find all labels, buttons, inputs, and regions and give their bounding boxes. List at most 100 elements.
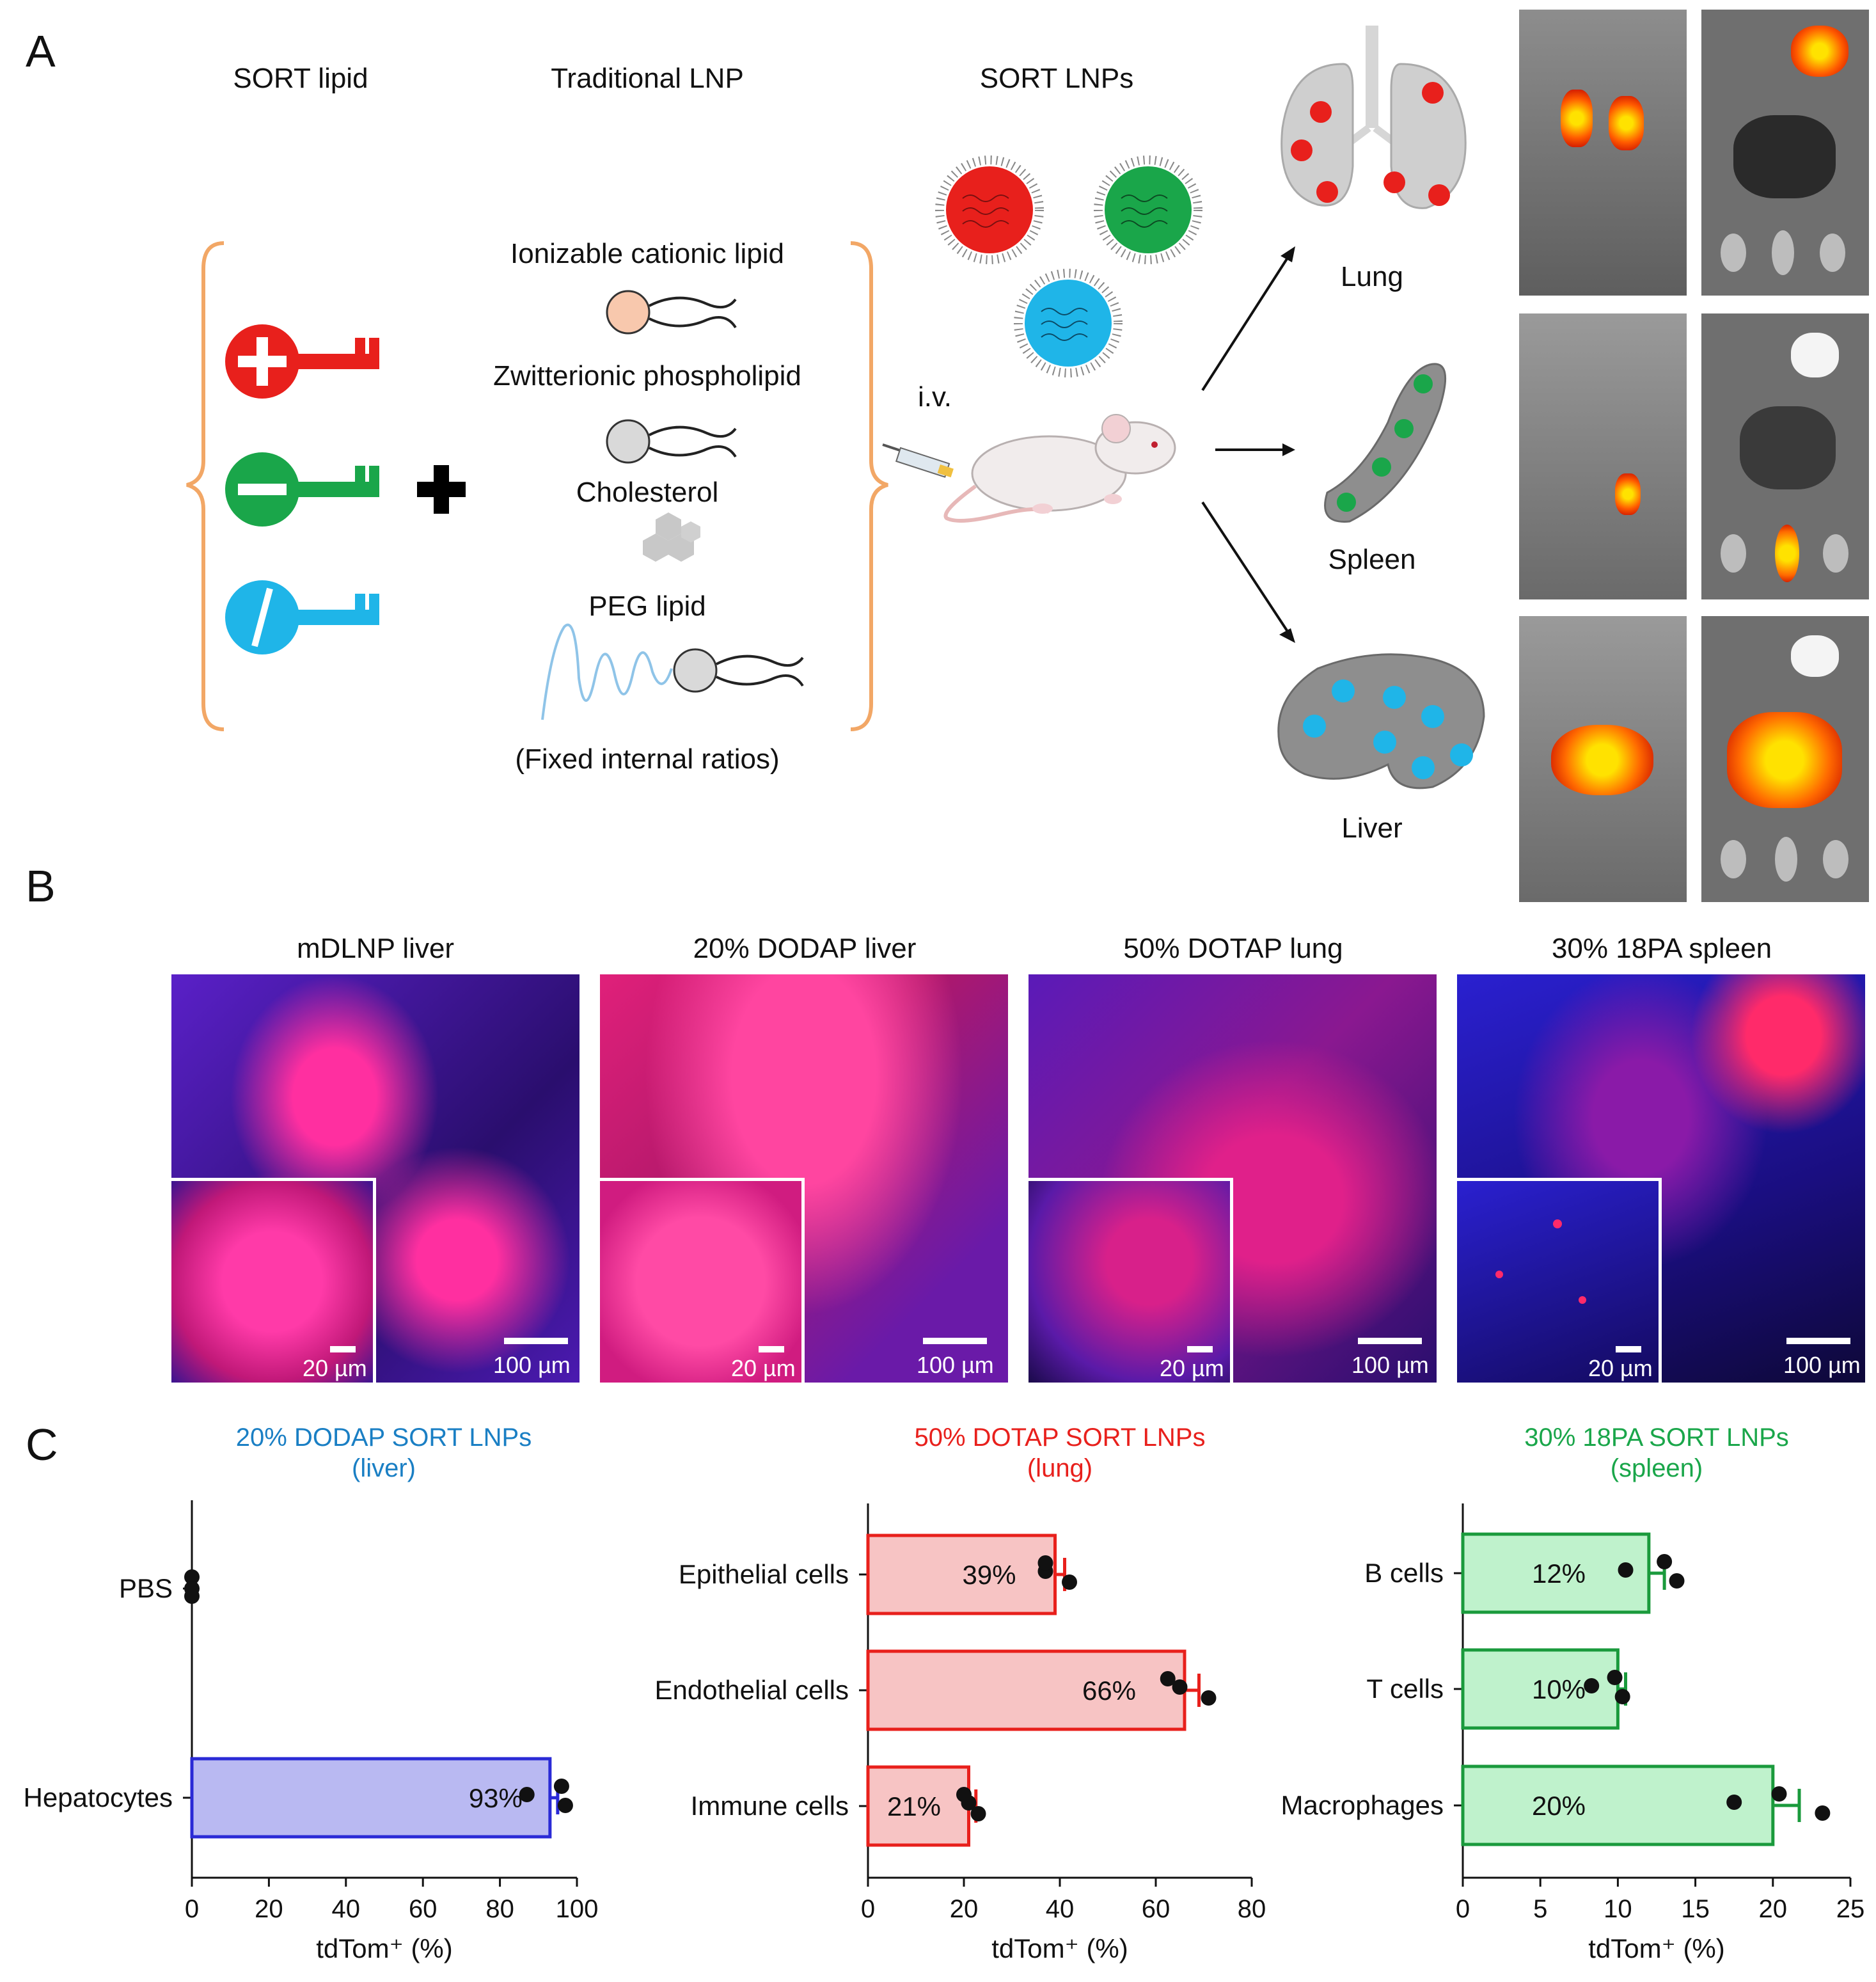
category-label: Macrophages bbox=[1281, 1790, 1444, 1820]
data-point bbox=[1771, 1786, 1787, 1802]
lung-icon bbox=[1281, 26, 1467, 209]
data-point bbox=[1614, 1689, 1630, 1704]
red-lnp-icon bbox=[935, 155, 1044, 264]
micrograph-mdlnp-liver: 20 µm 100 µm bbox=[171, 974, 579, 1383]
inset-18pa-spleen: 20 µm bbox=[1457, 1178, 1662, 1383]
data-point bbox=[184, 1589, 200, 1604]
x-tick-label: 0 bbox=[1456, 1895, 1470, 1923]
sort-schematic bbox=[186, 26, 1485, 789]
micro-title-dodap-liver: 20% DODAP liver bbox=[693, 933, 917, 964]
data-point bbox=[956, 1787, 972, 1802]
inset-dotap-lung: 20 µm bbox=[1029, 1178, 1233, 1383]
scale-label-small: 20 µm bbox=[731, 1355, 796, 1381]
scale-label-small: 20 µm bbox=[1160, 1355, 1224, 1381]
liver-icon bbox=[1277, 653, 1485, 789]
x-tick-label: 20 bbox=[255, 1895, 283, 1923]
scale-label-large: 100 µm bbox=[1783, 1352, 1861, 1378]
category-label: B cells bbox=[1364, 1558, 1444, 1588]
red-key-icon bbox=[225, 324, 379, 399]
value-label: 20% bbox=[1532, 1791, 1586, 1821]
x-axis-label: tdTom⁺ (%) bbox=[991, 1933, 1128, 1963]
data-point bbox=[1172, 1679, 1188, 1695]
data-point bbox=[519, 1787, 535, 1802]
data-point bbox=[1584, 1678, 1600, 1693]
peg-lipid-icon bbox=[541, 623, 804, 720]
micrograph-dodap-liver: 20 µm 100 µm bbox=[600, 974, 1008, 1383]
green-key-icon bbox=[225, 452, 379, 527]
component-peg: PEG lipid bbox=[588, 591, 706, 622]
chart-subtitle: (spleen) bbox=[1611, 1454, 1703, 1482]
data-point bbox=[1726, 1795, 1742, 1810]
data-point bbox=[1607, 1670, 1623, 1685]
micro-title-18pa-spleen: 30% 18PA spleen bbox=[1551, 933, 1772, 964]
data-point bbox=[1062, 1574, 1077, 1590]
x-tick-label: 100 bbox=[556, 1895, 599, 1923]
value-label: 10% bbox=[1532, 1674, 1586, 1704]
arrow-to-liver bbox=[1201, 501, 1295, 643]
scale-label-small: 20 µm bbox=[1588, 1355, 1653, 1381]
traditional-lnp-heading: Traditional LNP bbox=[551, 63, 744, 94]
right-bracket bbox=[850, 241, 888, 731]
category-label: Epithelial cells bbox=[679, 1559, 849, 1589]
arrow-to-spleen bbox=[1215, 443, 1295, 456]
data-point bbox=[1201, 1690, 1217, 1706]
arrow-to-lung bbox=[1201, 246, 1295, 392]
cholesterol-icon bbox=[643, 512, 700, 562]
data-point bbox=[1669, 1573, 1685, 1589]
x-tick-label: 15 bbox=[1681, 1895, 1710, 1923]
organ-image-spleen bbox=[1701, 313, 1869, 599]
data-point bbox=[553, 1779, 569, 1794]
chart-title: 30% 18PA SORT LNPs bbox=[1524, 1423, 1789, 1452]
data-point bbox=[970, 1806, 986, 1821]
spleen-icon bbox=[1324, 363, 1447, 523]
organ-image-lung bbox=[1701, 10, 1869, 296]
value-label: 66% bbox=[1082, 1676, 1136, 1706]
value-label: 21% bbox=[887, 1791, 941, 1821]
x-tick-label: 5 bbox=[1533, 1895, 1547, 1923]
category-label: Immune cells bbox=[691, 1791, 849, 1821]
organ-label-spleen: Spleen bbox=[1328, 544, 1416, 575]
plus-icon bbox=[417, 465, 466, 514]
inset-dodap-liver: 20 µm bbox=[600, 1178, 805, 1383]
x-tick-label: 0 bbox=[861, 1895, 875, 1923]
micro-title-mdlnp-liver: mDLNP liver bbox=[296, 933, 455, 964]
x-tick-label: 60 bbox=[1142, 1895, 1171, 1923]
ionizable-lipid-icon bbox=[606, 290, 737, 335]
category-label: PBS bbox=[119, 1573, 173, 1603]
data-point bbox=[557, 1798, 573, 1813]
x-tick-label: 80 bbox=[1238, 1895, 1266, 1923]
x-tick-label: 20 bbox=[1759, 1895, 1788, 1923]
whole-body-image-spleen bbox=[1519, 313, 1687, 599]
data-point bbox=[184, 1569, 200, 1585]
iv-route-label: i.v. bbox=[918, 381, 952, 413]
x-axis-label: tdTom⁺ (%) bbox=[316, 1933, 453, 1963]
blue-key-icon bbox=[225, 580, 379, 654]
scale-label-large: 100 µm bbox=[1352, 1352, 1429, 1378]
x-tick-label: 60 bbox=[409, 1895, 437, 1923]
category-label: Endothelial cells bbox=[654, 1675, 849, 1705]
whole-body-image-lung bbox=[1519, 10, 1687, 296]
category-label: Hepatocytes bbox=[24, 1782, 173, 1812]
x-tick-label: 40 bbox=[332, 1895, 361, 1923]
category-label: T cells bbox=[1366, 1674, 1444, 1704]
value-label: 93% bbox=[469, 1783, 523, 1813]
sort-lipid-heading: SORT lipid bbox=[233, 63, 368, 94]
scale-label-large: 100 µm bbox=[493, 1352, 571, 1378]
x-axis-label: tdTom⁺ (%) bbox=[1588, 1933, 1725, 1963]
data-point bbox=[1160, 1671, 1176, 1686]
fixed-ratios-note: (Fixed internal ratios) bbox=[515, 743, 780, 775]
x-tick-label: 40 bbox=[1046, 1895, 1075, 1923]
inset-mdlnp-liver: 20 µm bbox=[171, 1178, 376, 1383]
blue-lnp-icon bbox=[1014, 269, 1123, 377]
chart-subtitle: (liver) bbox=[352, 1454, 416, 1482]
organ-label-liver: Liver bbox=[1341, 813, 1403, 844]
scale-label-large: 100 µm bbox=[917, 1352, 994, 1378]
green-lnp-icon bbox=[1094, 155, 1202, 264]
data-point bbox=[1037, 1555, 1053, 1571]
x-tick-label: 25 bbox=[1836, 1895, 1865, 1923]
x-tick-label: 0 bbox=[185, 1895, 199, 1923]
component-phospholipid: Zwitterionic phospholipid bbox=[493, 360, 801, 392]
micrograph-18pa-spleen: 20 µm 100 µm bbox=[1457, 974, 1865, 1383]
bar bbox=[866, 1649, 1186, 1731]
chart-title: 20% DODAP SORT LNPs bbox=[236, 1423, 532, 1452]
